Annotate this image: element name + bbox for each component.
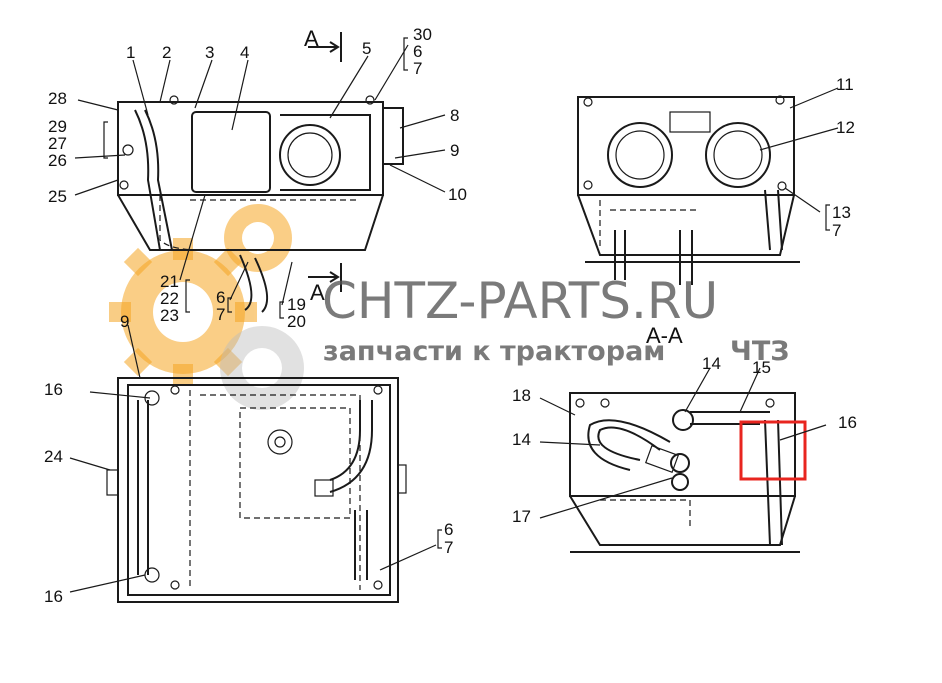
section-title-a-a: A-A [646,323,683,348]
watermark-brand: CHTZ-PARTS.RU [322,272,718,330]
callout-23: 23 [160,306,179,325]
callout-11: 11 [836,75,854,94]
watermark-gear-logo [109,204,304,410]
section-mark-bottom: A [310,280,325,305]
callouts-bottom-right: 18 14 15 16 14 17 [512,354,857,526]
view-side [577,95,800,285]
highlight-box [739,420,807,481]
callout-24: 24 [44,447,63,466]
callout-8: 8 [450,106,459,125]
callouts-top-right: 11 12 13 7 [832,75,855,240]
callout-7d: 7 [444,538,453,557]
callout-14b: 14 [512,430,531,449]
callout-17: 17 [512,507,531,526]
callout-22: 22 [160,289,179,308]
callout-7b: 7 [216,305,225,324]
view-front [117,32,404,313]
watermark-tagline: запчасти к тракторам [323,336,665,367]
view-top [106,377,407,603]
callout-13: 13 [832,203,851,222]
callout-7: 7 [413,59,422,78]
callout-28: 28 [48,89,67,108]
callouts-top-left: 1 2 3 4 5 30 6 7 8 9 10 28 29 27 26 25 2… [48,25,467,331]
callouts-bottom-left: 9 16 24 16 6 7 [44,312,453,606]
callout-7c: 7 [832,221,841,240]
callout-3: 3 [205,43,214,62]
callout-14a: 14 [702,354,721,373]
callout-19: 19 [287,295,306,314]
section-mark-top: A [304,26,319,51]
watermark-tagline-mark: ЧТЗ [730,336,789,367]
callout-4: 4 [240,43,249,62]
callout-27: 27 [48,134,67,153]
callout-1: 1 [126,43,135,62]
callout-10: 10 [448,185,467,204]
callout-29: 29 [48,117,67,136]
callout-9: 9 [450,141,459,160]
callout-6c: 6 [444,520,453,539]
callout-15: 15 [752,358,771,377]
callout-9b: 9 [120,312,129,331]
callout-12: 12 [836,118,855,137]
callout-20: 20 [287,312,306,331]
callout-18: 18 [512,386,531,405]
callout-6b: 6 [216,288,225,307]
callout-16a: 16 [44,380,63,399]
callout-16c: 16 [838,413,857,432]
callout-5: 5 [362,39,371,58]
callout-6: 6 [413,42,422,61]
callout-2: 2 [162,43,171,62]
view-section-a-a [569,392,800,553]
leader-lines [69,37,839,593]
callout-16b: 16 [44,587,63,606]
callout-26: 26 [48,151,67,170]
callout-25: 25 [48,187,67,206]
callout-21: 21 [160,272,179,291]
callout-30: 30 [413,25,432,44]
